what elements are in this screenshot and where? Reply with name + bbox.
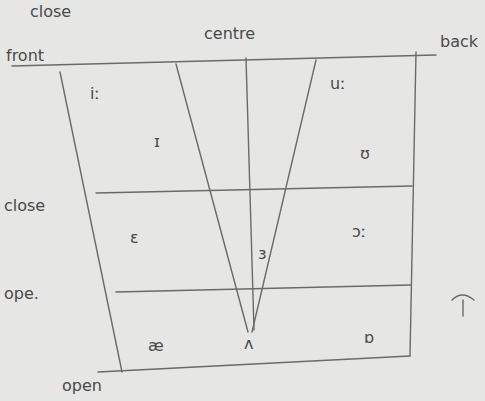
bottom-line (98, 356, 410, 372)
top-line (12, 55, 436, 66)
centre-left-line (176, 64, 248, 332)
axis-label: ope. (4, 286, 39, 302)
vowel-symbol: ʊ (360, 146, 370, 162)
vowel-symbol: ɒ (364, 330, 374, 346)
vowel-symbol: ɪ (154, 134, 160, 150)
axis-label: close (30, 4, 71, 20)
vowel-symbol: iː (90, 86, 100, 102)
vowel-symbol: ɛ (130, 230, 139, 246)
centre-right-line (252, 60, 316, 332)
axis-label: back (440, 34, 478, 50)
vowel-symbol: uː (330, 76, 346, 92)
vowel-symbol: ɔː (352, 224, 366, 240)
centre-line (246, 58, 254, 330)
front-line (60, 72, 122, 372)
vowel-symbol: ɜ (258, 246, 267, 262)
axis-label: open (62, 378, 102, 394)
close-mid-line (96, 186, 412, 193)
axis-label: front (6, 48, 44, 64)
vowel-symbol: ʌ (244, 336, 253, 352)
pencil-mark (452, 295, 474, 316)
vowel-symbol: æ (148, 338, 164, 354)
back-line (410, 52, 416, 356)
axis-label: close (4, 198, 45, 214)
axis-label: centre (204, 26, 255, 42)
